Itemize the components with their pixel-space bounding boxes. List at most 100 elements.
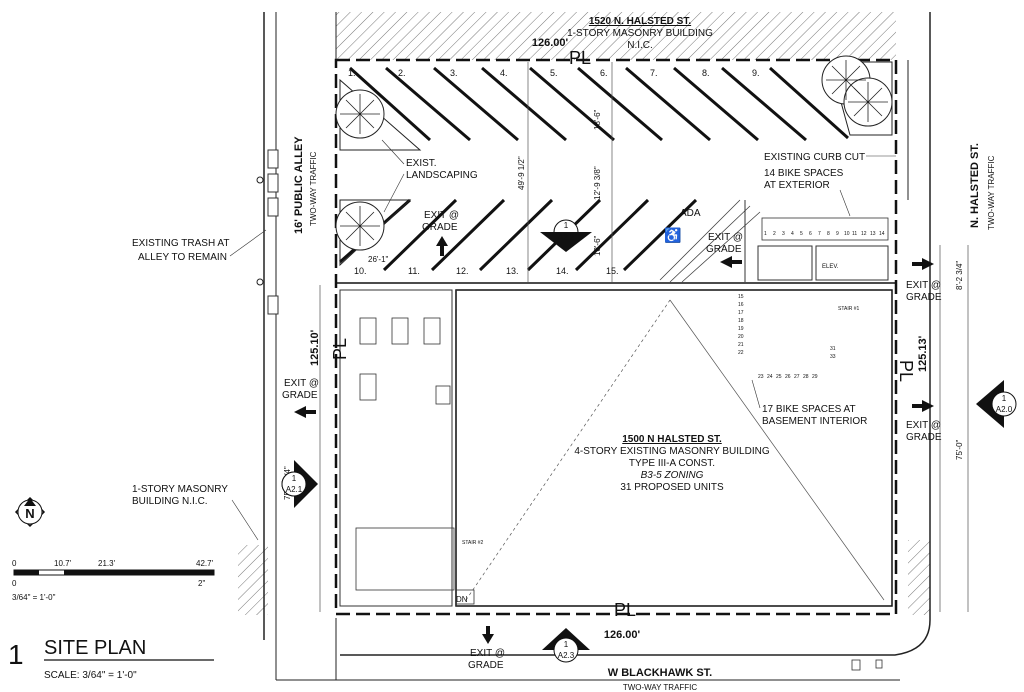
svg-text:EXIT @: EXIT @: [906, 420, 941, 431]
bike-ext-7: 7: [818, 231, 821, 237]
svg-text:1: 1: [1002, 394, 1007, 403]
svg-text:EXIT @: EXIT @: [470, 648, 505, 659]
section-marker-a22: 1 A2.2: [540, 219, 592, 252]
bike-ext-1: 1: [764, 231, 767, 237]
bike-int-22: 22: [738, 350, 744, 356]
stall-2: 2.: [398, 68, 406, 78]
svg-text:A2.2: A2.2: [558, 233, 575, 242]
bike-ext-12: 12: [861, 231, 867, 237]
svg-text:1: 1: [564, 221, 569, 230]
section-marker-a23: 1 A2.3: [542, 628, 590, 663]
bike-ext-10: 10: [844, 231, 850, 237]
svg-text:EXIT @: EXIT @: [906, 280, 941, 291]
bike-int-33: 33: [830, 354, 836, 360]
trash-line2: ALLEY TO REMAIN: [138, 252, 227, 263]
west-neighbor-line1: 1-STORY MASONRY: [132, 484, 228, 495]
svg-text:GRADE: GRADE: [706, 244, 742, 255]
stall-10: 10.: [354, 266, 367, 276]
blackhawk-traffic: TWO-WAY TRAFFIC: [623, 683, 698, 692]
scale-bar: 0 10.7' 21.3' 42.7' 0 2" 3/64" = 1'-0": [12, 559, 215, 602]
building-zoning: B3-5 ZONING: [641, 470, 704, 481]
svg-text:A2.1: A2.1: [286, 485, 303, 494]
accessible-icon: ♿: [664, 227, 681, 244]
halsted-traffic: TWO-WAY TRAFFIC: [987, 155, 996, 230]
bike-ext-2: 2: [773, 231, 776, 237]
svg-text:10.7': 10.7': [54, 559, 72, 568]
building-address: 1500 N HALSTED ST.: [622, 434, 722, 445]
section-marker-a21: 1 A2.1: [281, 460, 318, 508]
pl-east: PL: [896, 360, 916, 382]
bike-int-27: 27: [794, 374, 800, 380]
bike-int-18: 18: [738, 318, 744, 324]
dim-lot-depth: 49'-9 1/2": [517, 156, 526, 190]
exit-grade-1: EXIT @ GRADE: [422, 210, 459, 256]
svg-text:GRADE: GRADE: [468, 660, 504, 671]
landscaping-line1: EXIST.: [406, 158, 437, 169]
svg-text:21.3': 21.3': [98, 559, 116, 568]
bike-int-29: 29: [812, 374, 818, 380]
title-number: 1: [8, 639, 24, 670]
svg-text:GRADE: GRADE: [422, 222, 458, 233]
stall-13: 13.: [506, 266, 519, 276]
trash-bins: [267, 149, 279, 315]
dim-north: 126.00': [532, 37, 569, 49]
svg-text:2": 2": [198, 579, 205, 588]
dim-setback: 26'-1": [368, 255, 389, 264]
stall-8: 8.: [702, 68, 710, 78]
curb-cut-label: EXISTING CURB CUT: [764, 152, 865, 163]
stair2-label: STAIR #2: [462, 540, 484, 546]
stall-9: 9.: [752, 68, 760, 78]
svg-text:GRADE: GRADE: [282, 390, 318, 401]
svg-text:1: 1: [564, 640, 569, 649]
bike-int-20: 20: [738, 334, 744, 340]
svg-text:EXIT @: EXIT @: [424, 210, 459, 221]
stall-15: 15.: [606, 266, 619, 276]
dim-west: 125.10': [309, 329, 321, 366]
svg-text:A2.0: A2.0: [996, 405, 1013, 414]
title-text: SITE PLAN: [44, 637, 146, 659]
svg-text:42.7': 42.7': [196, 559, 214, 568]
exit-grade-2: EXIT @ GRADE: [706, 232, 743, 268]
bike-int-line2: BASEMENT INTERIOR: [762, 416, 867, 427]
bike-int-15: 15: [738, 294, 744, 300]
landscaping-line2: LANDSCAPING: [406, 170, 478, 181]
bike-ext-8: 8: [827, 231, 830, 237]
stall-1: 1.: [348, 68, 356, 78]
svg-text:3/64" = 1'-0": 3/64" = 1'-0": [12, 593, 56, 602]
svg-text:EXIT @: EXIT @: [708, 232, 743, 243]
dim-aisle: 12'-9 3/8": [593, 166, 602, 200]
north-neighbor-address: 1520 N. HALSTED ST.: [589, 16, 691, 27]
dim-east-setback: 8'-2 3/4": [955, 261, 964, 290]
exit-grade-5: EXIT @ GRADE: [906, 400, 942, 443]
title-scale: SCALE: 3/64" = 1'-0": [44, 670, 137, 681]
bike-int-25: 25: [776, 374, 782, 380]
bike-ext-line2: AT EXTERIOR: [764, 180, 830, 191]
stall-11: 11.: [408, 266, 420, 276]
stall-labels: 1. 2. 3. 4. 5. 6. 7. 8. 9. 10. 11. 12. 1…: [348, 68, 760, 276]
dn-label: DN: [456, 595, 468, 604]
bike-ext-9: 9: [836, 231, 839, 237]
bike-ext-6: 6: [809, 231, 812, 237]
property-line: [334, 58, 898, 616]
pl-south: PL: [614, 600, 636, 620]
bike-rack-interior: 15 16 17 18 19 20 21 22 23 24 25 26 27 2…: [738, 294, 836, 380]
bike-int-21: 21: [738, 342, 744, 348]
stall-14: 14.: [556, 266, 569, 276]
north-neighbor-nic: N.I.C.: [627, 40, 653, 51]
building-units: 31 PROPOSED UNITS: [620, 482, 724, 493]
exit-grade-4: EXIT @ GRADE: [282, 378, 319, 418]
bike-ext-4: 4: [791, 231, 794, 237]
elevator-box: [757, 245, 813, 281]
elevator-label: ELEV.: [822, 264, 839, 270]
bike-int-19: 19: [738, 326, 744, 332]
bike-ext-line1: 14 BIKE SPACES: [764, 168, 844, 179]
north-arrow: N: [14, 496, 46, 528]
bike-int-24: 24: [767, 374, 773, 380]
bike-int-23: 23: [758, 374, 764, 380]
bike-int-line1: 17 BIKE SPACES AT: [762, 404, 856, 415]
dim-stall-top: 18'-6": [593, 109, 602, 130]
svg-text:GRADE: GRADE: [906, 292, 942, 303]
svg-text:0: 0: [12, 579, 17, 588]
alley-label: 16' PUBLIC ALLEY: [293, 136, 305, 234]
